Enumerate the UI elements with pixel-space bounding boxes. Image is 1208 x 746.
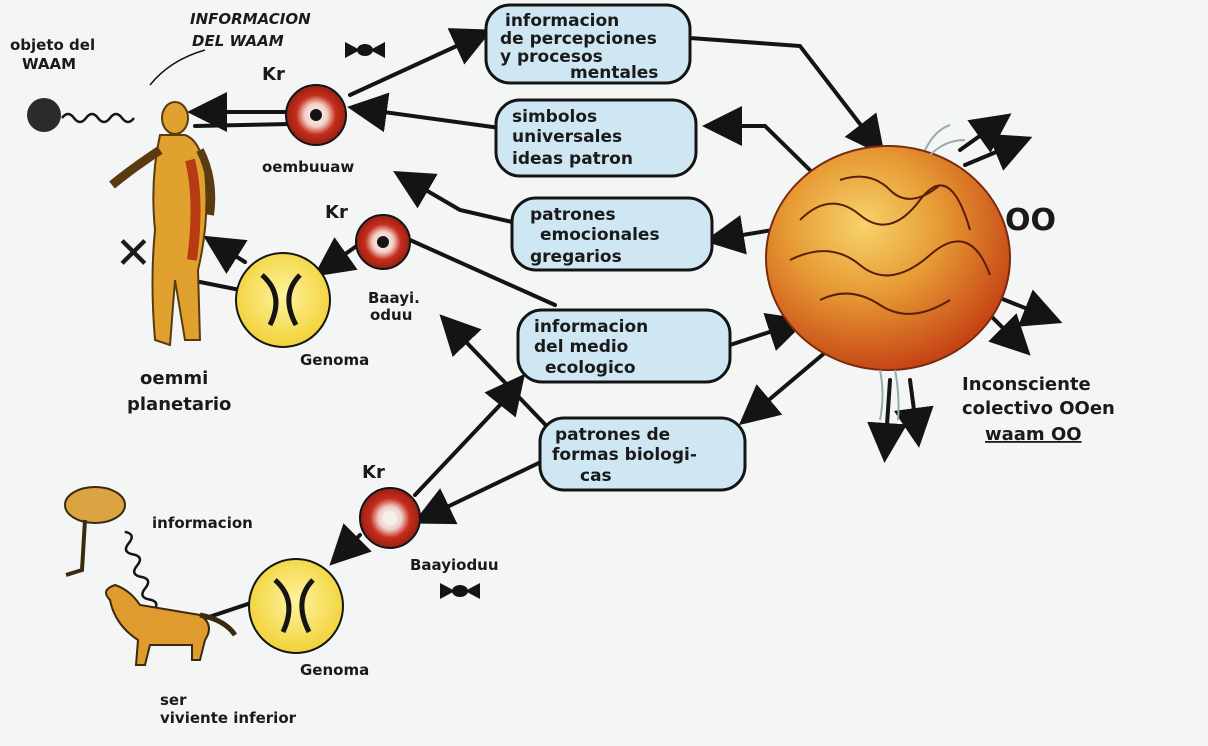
label-ou: OO <box>1005 203 1056 238</box>
box-formas-line-1: patrones de <box>555 425 670 445</box>
label-objeto-2: WAAM <box>22 55 76 73</box>
cross-mark-icon: ✕ <box>115 228 152 279</box>
ray-brain-2 <box>963 133 1033 171</box>
genoma-node-1 <box>235 252 331 348</box>
label-genoma-2: Genoma <box>300 661 369 679</box>
ray-brain-6 <box>893 378 934 448</box>
arrow-emocionales-to-kr1 <box>393 170 514 224</box>
information-tree-icon <box>64 486 126 577</box>
label-genoma-1: Genoma <box>300 351 369 369</box>
label-waam-ou: waam OO <box>985 424 1082 445</box>
bowtie-icon-2 <box>440 583 480 599</box>
box-medio-line-2: del medio <box>534 337 628 357</box>
label-baayioduu: Baayioduu <box>410 556 499 574</box>
box-percepciones-line-2: de percepciones <box>500 29 657 49</box>
label-oemmi-1: oemmi <box>140 368 208 389</box>
label-baayi-2: oduu <box>370 306 412 324</box>
box-emocionales: patrones emocionales gregarios <box>510 196 714 272</box>
label-informacion: informacion <box>152 514 253 532</box>
box-medio: informacion del medio ecologico <box>516 308 732 384</box>
arrow-genoma-to-human <box>203 235 248 274</box>
arrow-formas-to-kr3 <box>412 458 547 525</box>
brain-collective-icon <box>765 124 1011 421</box>
arrow-kr2-to-genoma <box>313 237 360 277</box>
waam-object-icon <box>27 98 61 132</box>
box-percepciones-line-4: mentales <box>570 63 658 83</box>
label-inconsciente-2: colectivo OOen <box>962 398 1115 419</box>
arrow-brain-to-simbolos <box>702 106 822 182</box>
box-formas: patrones de formas biologi- cas <box>538 416 747 492</box>
ray-brain-1 <box>958 113 1012 153</box>
signal-wave-object <box>61 112 135 124</box>
label-kr-2: Kr <box>325 202 348 223</box>
box-medio-line-3: ecologico <box>545 358 636 378</box>
ray-brain-5 <box>867 378 908 463</box>
box-emocionales-line-2: emocionales <box>540 225 660 245</box>
box-percepciones: informacion de percepciones y procesos m… <box>484 3 692 85</box>
human-figure-icon <box>109 101 216 347</box>
box-formas-line-3: cas <box>580 466 612 486</box>
box-simbolos-line-3: ideas patron <box>512 149 633 169</box>
label-ser-2: viviente inferior <box>160 709 297 727</box>
box-formas-line-2: formas biologi- <box>552 445 697 465</box>
arrow-kr2-to-medio <box>408 238 557 307</box>
genoma-node-2 <box>248 558 344 654</box>
connector-arrows <box>187 28 1063 622</box>
box-emocionales-line-1: patrones <box>530 205 616 225</box>
label-ser-1: ser <box>160 691 187 709</box>
label-inconsciente-1: Inconsciente <box>962 374 1091 395</box>
label-baayi-1: Baayi. <box>368 289 420 307</box>
arrow-kr3-to-genoma2 <box>329 523 372 566</box>
box-simbolos: simbolos universales ideas patron <box>494 98 698 178</box>
label-objeto-1: objeto del <box>10 36 95 54</box>
arrow-kr1-to-human-2 <box>193 122 292 128</box>
box-medio-line-1: informacion <box>534 317 648 337</box>
arrow-medio-to-brain <box>728 312 808 351</box>
arrow-percepciones-to-brain <box>688 36 885 157</box>
arrow-kr3-to-medio <box>413 373 525 497</box>
box-simbolos-line-1: simbolos <box>512 107 597 127</box>
label-oembuuaw: oembuuaw <box>262 158 354 176</box>
signal-wave-dog <box>124 530 158 624</box>
kr-node-1 <box>285 84 347 146</box>
box-simbolos-line-2: universales <box>512 127 622 147</box>
dog-creature-icon <box>105 583 238 666</box>
arrow-formas-to-baayi <box>439 314 562 442</box>
label-info-waam-1: INFORMACION <box>190 10 311 28</box>
label-kr-3: Kr <box>362 462 385 483</box>
kr-node-3 <box>359 487 421 549</box>
label-kr-1: Kr <box>262 64 285 85</box>
box-emocionales-line-3: gregarios <box>530 247 622 267</box>
box-percepciones-line-1: informacion <box>505 11 619 31</box>
arrow-kr1-to-percepciones <box>348 28 493 97</box>
label-oemmi-2: planetario <box>127 394 231 415</box>
kr-node-2 <box>355 214 411 270</box>
arrow-simbolos-to-kr1 <box>347 92 502 133</box>
pointer-info-waam <box>149 49 206 86</box>
bowtie-icon <box>345 42 385 58</box>
box-percepciones-line-3: y procesos <box>500 47 603 67</box>
label-info-waam-2: DEL WAAM <box>192 32 284 50</box>
